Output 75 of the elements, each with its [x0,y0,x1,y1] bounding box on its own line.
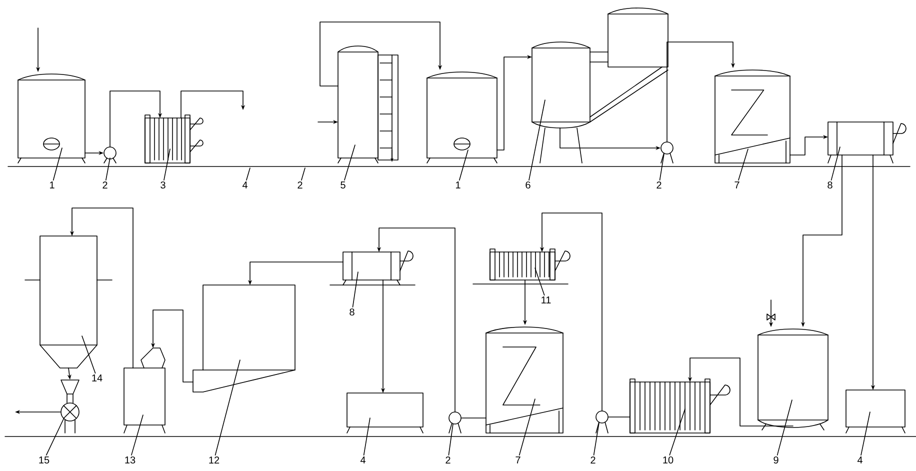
plate-filter [630,378,730,434]
leader-line [518,398,536,456]
callout-number: 6 [526,181,530,189]
callout-number: 8 [350,308,354,316]
leader-line [534,268,545,296]
callout-number: 2 [446,456,450,464]
machine [330,250,416,286]
callout-number: 2 [656,182,662,188]
leader-line [448,424,454,456]
pipe-arrow [320,22,442,86]
tray [846,390,906,434]
vessel-drawing [532,8,668,164]
stirred-tank [714,70,790,164]
callout-number: 1 [456,182,460,188]
leader-line [738,148,748,181]
pipe-arrow [110,90,162,147]
leader-line [106,158,110,180]
leader-line [528,100,546,180]
storage-tank [426,72,498,164]
leader-line [82,336,96,374]
leader-line [131,414,144,456]
callout-number: 3 [160,181,166,189]
callout-number: 1 [50,182,54,188]
pump [104,146,116,164]
callout-number: 7 [734,182,740,188]
pump [660,142,674,164]
callout-number: 2 [102,182,108,188]
stirred-tank [486,326,564,434]
silo [24,236,112,368]
leader-line [860,412,870,456]
tray [346,392,424,434]
plate-filter [144,114,204,164]
callout-number: 5 [340,182,346,188]
callout-number: 9 [774,456,778,464]
leader-line [830,146,840,180]
leader-line [593,422,600,456]
leader-line [363,418,370,456]
leader-line [214,360,240,456]
leader-line [659,154,664,180]
callout-number: 4 [857,456,862,464]
leader-line [46,418,64,456]
plate-filter [472,248,570,284]
leader-line [352,272,358,308]
pipe-arrow [180,90,246,118]
callout-number: 15 [39,456,50,464]
hopper-tank [192,284,296,392]
leader-line [164,148,170,180]
callout-number: 14 [92,374,102,382]
machine [124,348,166,434]
callout-number: 10 [663,456,674,464]
callout-number: 13 [125,456,136,464]
leader-line [246,168,250,181]
callout-number: 4 [242,182,248,188]
column-drawing [338,46,398,164]
pump [448,412,462,434]
pipe-arrow [666,42,736,142]
leader-line [301,168,306,180]
callout-number: 2 [590,456,596,464]
pump [596,410,608,434]
callout-number: 2 [298,182,302,188]
leader-line [344,144,356,181]
machine [828,122,906,164]
rotary-valve [60,380,80,434]
callout-number: 8 [828,181,832,189]
leader-line [776,400,792,456]
callout-number: 11 [542,296,551,304]
storage-tank [18,74,86,164]
pipe-line [608,416,630,418]
callout-number: 4 [360,456,366,464]
leader-line [669,408,686,456]
callout-number: 12 [209,456,220,464]
leader-line [52,148,62,181]
leader-line [458,150,468,181]
callout-number: 7 [516,456,520,464]
storage-tank [758,314,828,430]
